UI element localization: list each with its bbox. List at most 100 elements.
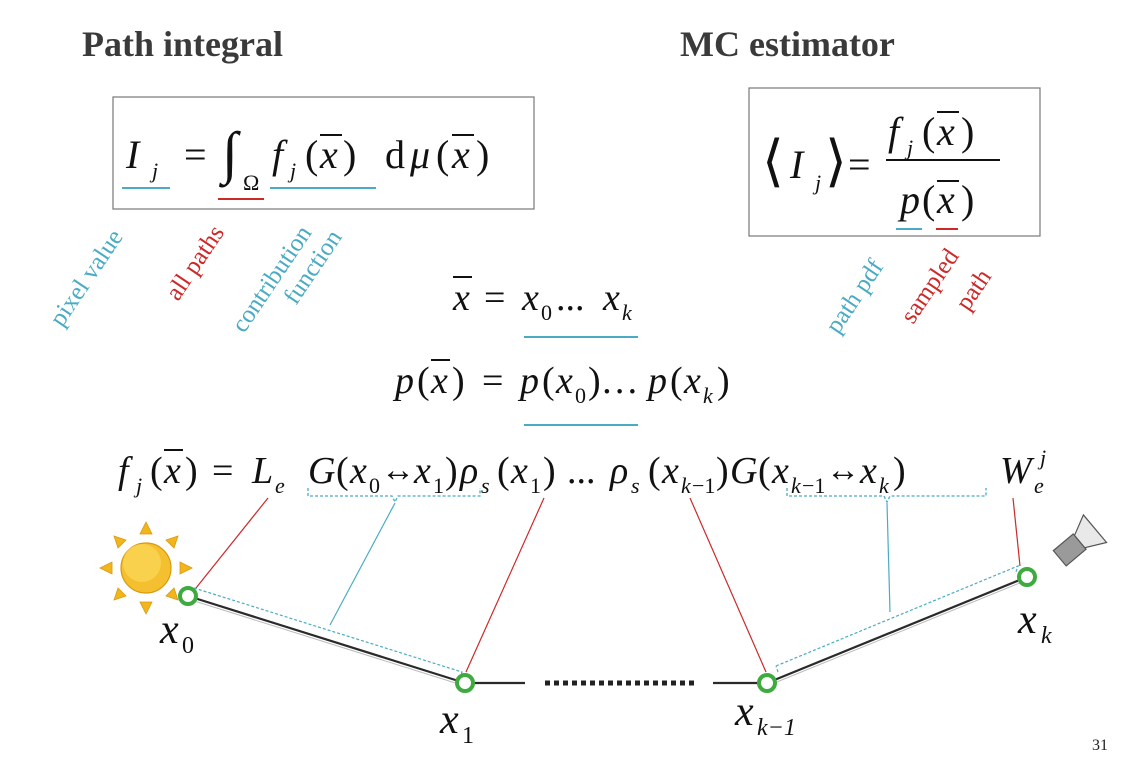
sun-icon	[99, 521, 193, 615]
svg-text:j: j	[287, 158, 296, 183]
svg-text:p: p	[645, 360, 667, 402]
svg-text:): )	[543, 450, 556, 492]
brace-g-first	[307, 488, 481, 504]
svg-text:j: j	[812, 170, 821, 195]
svg-text:j: j	[133, 473, 142, 498]
svg-text:x: x	[439, 697, 459, 743]
svg-text:k−1: k−1	[757, 715, 796, 741]
svg-text:): )	[476, 132, 489, 177]
svg-text:μ: μ	[409, 132, 430, 177]
svg-text:(: (	[497, 450, 510, 492]
connector-le	[195, 497, 269, 589]
svg-text:G: G	[730, 450, 757, 492]
svg-text:∫: ∫	[218, 120, 241, 188]
svg-text:↔: ↔	[381, 452, 415, 489]
svg-text:p: p	[517, 360, 539, 402]
svg-text:−1: −1	[692, 473, 715, 498]
label-pixel-value: pixel value	[45, 225, 129, 332]
label-sampled: sampled	[896, 244, 965, 329]
title-mc-estimator: MC estimator	[680, 24, 895, 64]
svg-text:): )	[452, 360, 465, 402]
vertex-label-x0: x 0	[159, 607, 194, 659]
svg-text:⟩: ⟩	[825, 131, 847, 193]
svg-text:): )	[893, 450, 906, 492]
svg-text:d: d	[385, 132, 405, 177]
svg-text:x: x	[936, 177, 955, 222]
svg-text:=: =	[484, 277, 505, 319]
svg-text:(: (	[336, 450, 349, 492]
svg-text:x: x	[771, 450, 789, 492]
svg-text:k: k	[703, 383, 714, 408]
svg-text:ρ: ρ	[609, 450, 628, 492]
svg-text:k: k	[791, 473, 802, 498]
connector-g-first	[329, 502, 396, 626]
svg-text:Ω: Ω	[243, 170, 259, 195]
svg-text:L: L	[251, 450, 273, 492]
svg-text:=: =	[848, 142, 871, 187]
svg-text:(: (	[542, 360, 555, 402]
svg-text:e: e	[275, 473, 285, 498]
path-segment-0-1	[187, 594, 466, 687]
svg-text:−1: −1	[802, 473, 825, 498]
svg-text:0: 0	[369, 473, 380, 498]
vertex-label-xk1: x k−1	[734, 689, 796, 741]
label-path: path	[951, 264, 998, 315]
svg-text:): )	[343, 132, 356, 177]
svg-text:j: j	[904, 135, 913, 160]
svg-text:0: 0	[575, 383, 586, 408]
svg-text:(: (	[648, 450, 661, 492]
svg-text:I: I	[125, 132, 141, 177]
connector-we	[1012, 497, 1021, 567]
svg-text:x: x	[452, 277, 470, 319]
svg-text:): )	[716, 450, 729, 492]
svg-text:x: x	[451, 132, 470, 177]
path-integral-box	[112, 96, 535, 210]
svg-text:s: s	[631, 473, 640, 498]
title-path-integral: Path integral	[82, 24, 283, 64]
svg-text:e: e	[1034, 473, 1044, 498]
svg-text:k: k	[681, 473, 692, 498]
camera-icon	[1052, 513, 1108, 567]
svg-text:(: (	[922, 177, 935, 222]
svg-text:): )	[445, 450, 458, 492]
bracket-segment-0-1	[193, 587, 463, 679]
svg-text:⟨: ⟨	[762, 131, 784, 193]
svg-text:j: j	[1037, 445, 1046, 470]
svg-text:)…: )…	[588, 360, 639, 402]
svg-text:x: x	[1017, 597, 1037, 643]
svg-text:): )	[961, 177, 974, 222]
svg-text:(: (	[758, 450, 771, 492]
svg-text:(: (	[417, 360, 430, 402]
svg-text:s: s	[481, 473, 490, 498]
svg-text:j: j	[149, 158, 158, 183]
mc-estimator-box	[748, 87, 1041, 237]
connector-rho-x1	[465, 497, 545, 673]
svg-text:x: x	[859, 450, 877, 492]
pdf-product-equation: p ( x ) = p ( x 0 )… p ( x k )	[392, 359, 730, 408]
svg-text:(: (	[305, 132, 318, 177]
svg-text:x: x	[602, 277, 620, 319]
vertex-x0	[178, 586, 198, 606]
slide-number: 31	[1092, 737, 1108, 754]
svg-text:f: f	[272, 132, 288, 177]
connector-rho-xk1	[689, 497, 767, 673]
vertex-xk	[1017, 567, 1037, 587]
svg-text:1: 1	[433, 473, 444, 498]
svg-text:(: (	[670, 360, 683, 402]
svg-text:=: =	[482, 360, 503, 402]
svg-text:f: f	[118, 450, 133, 492]
svg-text:x: x	[159, 607, 179, 653]
svg-text:G: G	[308, 450, 335, 492]
label-all-paths: all paths	[161, 221, 230, 306]
svg-text:1: 1	[462, 723, 474, 749]
mc-estimator-formula: ⟨ I j ⟩ = f j ( x ) p ( x )	[762, 109, 1000, 222]
vertex-x1	[455, 673, 475, 693]
svg-text:x: x	[683, 360, 701, 402]
path-definition-equation: x = x 0 ... x k	[452, 276, 633, 325]
svg-text:): )	[717, 360, 730, 402]
svg-text:x: x	[349, 450, 367, 492]
svg-text:0: 0	[182, 633, 194, 659]
svg-text:=: =	[212, 450, 233, 492]
svg-text:k: k	[1041, 623, 1052, 649]
svg-text:k: k	[622, 300, 633, 325]
